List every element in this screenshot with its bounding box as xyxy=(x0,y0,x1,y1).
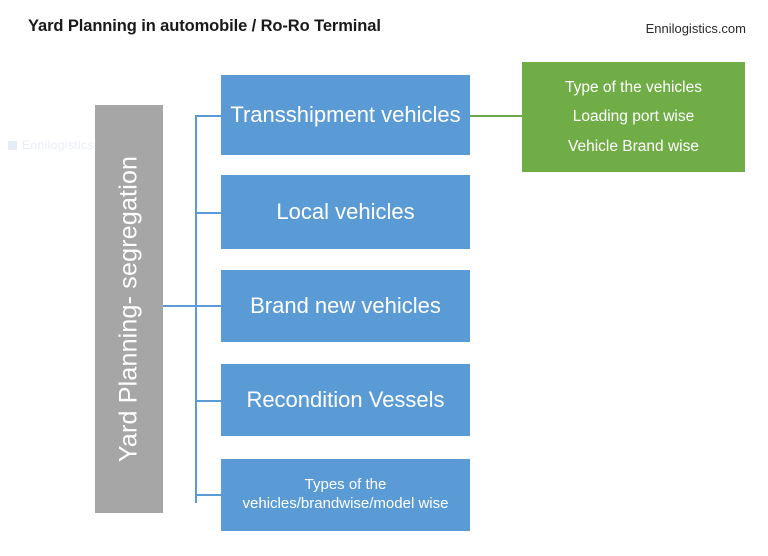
connector-trunk-vertical xyxy=(195,115,197,503)
connector-branch-5 xyxy=(195,494,222,496)
root-node-yard-planning[interactable]: Yard Planning- segregation xyxy=(95,105,163,513)
node-recondition-vessels[interactable]: Recondition Vessels xyxy=(221,364,470,436)
node-local-vehicles[interactable]: Local vehicles xyxy=(221,175,470,249)
node-types-of-vehicles[interactable]: Types of the vehicles/brandwise/model wi… xyxy=(221,459,470,531)
connector-branch-3 xyxy=(195,305,222,307)
node-label: Brand new vehicles xyxy=(250,292,441,318)
node-transshipment-vehicles[interactable]: Transshipment vehicles xyxy=(221,75,470,155)
connector-root-stem xyxy=(163,305,196,307)
page-title: Yard Planning in automobile / Ro-Ro Term… xyxy=(28,17,381,35)
node-label: Local vehicles xyxy=(276,198,415,224)
connector-branch-4 xyxy=(195,400,222,402)
root-node-label: Yard Planning- segregation xyxy=(114,155,143,463)
node-brand-new-vehicles[interactable]: Brand new vehicles xyxy=(221,270,470,342)
connector-branch-2 xyxy=(195,212,222,214)
node-label: Transshipment vehicles xyxy=(230,101,461,127)
watermark: Ennilogistics xyxy=(8,138,94,152)
brand-label: Ennilogistics.com xyxy=(645,21,746,36)
detail-line: Type of the vehicles xyxy=(565,78,702,96)
connector-branch-1 xyxy=(195,115,222,117)
node-label: Recondition Vessels xyxy=(246,386,445,412)
watermark-mark-icon xyxy=(8,141,17,150)
node-label: Types of the vehicles/brandwise/model wi… xyxy=(242,476,449,512)
connector-detail-green xyxy=(470,115,523,117)
detail-box-transshipment[interactable]: Type of the vehicles Loading port wise V… xyxy=(522,62,745,172)
detail-line: Vehicle Brand wise xyxy=(568,137,699,155)
watermark-label: Ennilogistics xyxy=(22,138,94,152)
detail-line: Loading port wise xyxy=(572,108,695,126)
